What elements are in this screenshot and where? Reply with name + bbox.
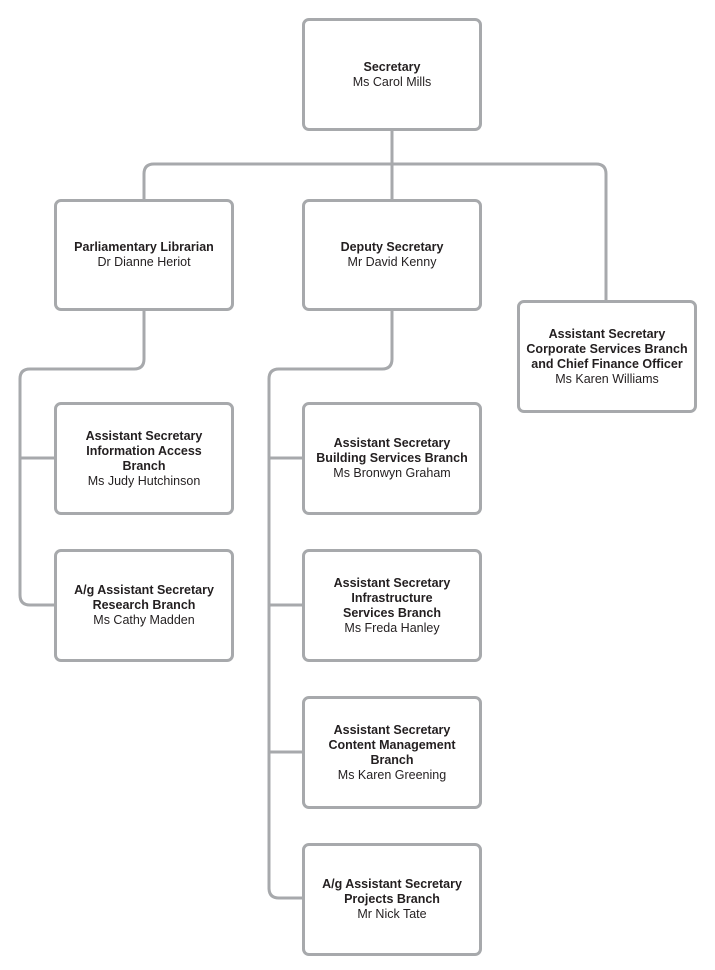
node-role: Assistant Secretary Infrastructure Servi… [333, 575, 451, 620]
node-secretary: Secretary Ms Carol Mills [302, 18, 482, 131]
node-role: Assistant Secretary Information Access B… [85, 428, 203, 473]
node-person: Mr Nick Tate [357, 907, 427, 921]
node-role: Secretary [363, 59, 421, 74]
node-person: Ms Karen Williams [555, 371, 659, 386]
node-person: Ms Cathy Madden [93, 613, 195, 627]
node-role: A/g Assistant Secretary Projects Branch [322, 877, 462, 906]
node-person: Dr Dianne Heriot [97, 255, 191, 269]
node-role: A/g Assistant Secretary Research Branch [74, 583, 214, 612]
node-research-branch: A/g Assistant Secretary Research Branch … [54, 549, 234, 662]
node-information-access: Assistant Secretary Information Access B… [54, 402, 234, 515]
node-person: Mr David Kenny [347, 255, 437, 269]
connector-librarian-branch [18, 311, 146, 607]
node-role: Assistant Secretary Content Management B… [328, 722, 456, 767]
node-building-services: Assistant Secretary Building Services Br… [302, 402, 482, 515]
node-deputy-secretary: Deputy Secretary Mr David Kenny [302, 199, 482, 311]
node-role: Deputy Secretary [340, 240, 444, 254]
node-infrastructure-services: Assistant Secretary Infrastructure Servi… [302, 549, 482, 662]
node-role: Assistant Secretary Building Services Br… [316, 436, 468, 465]
node-role: Assistant Secretary Corporate Services B… [526, 326, 688, 371]
node-content-management: Assistant Secretary Content Management B… [302, 696, 482, 809]
node-projects-branch: A/g Assistant Secretary Projects Branch … [302, 843, 482, 956]
node-role: Parliamentary Librarian [74, 240, 214, 254]
node-corporate-services: Assistant Secretary Corporate Services B… [517, 300, 697, 413]
node-person: Ms Carol Mills [352, 74, 432, 89]
node-person: Ms Bronwyn Graham [333, 466, 451, 480]
connector-top-bus [142, 162, 608, 300]
node-parliamentary-librarian: Parliamentary Librarian Dr Dianne Heriot [54, 199, 234, 311]
node-person: Ms Karen Greening [337, 767, 447, 782]
connector-deputy-branch [267, 311, 394, 900]
node-person: Ms Judy Hutchinson [87, 473, 201, 488]
node-person: Ms Freda Hanley [344, 620, 440, 635]
